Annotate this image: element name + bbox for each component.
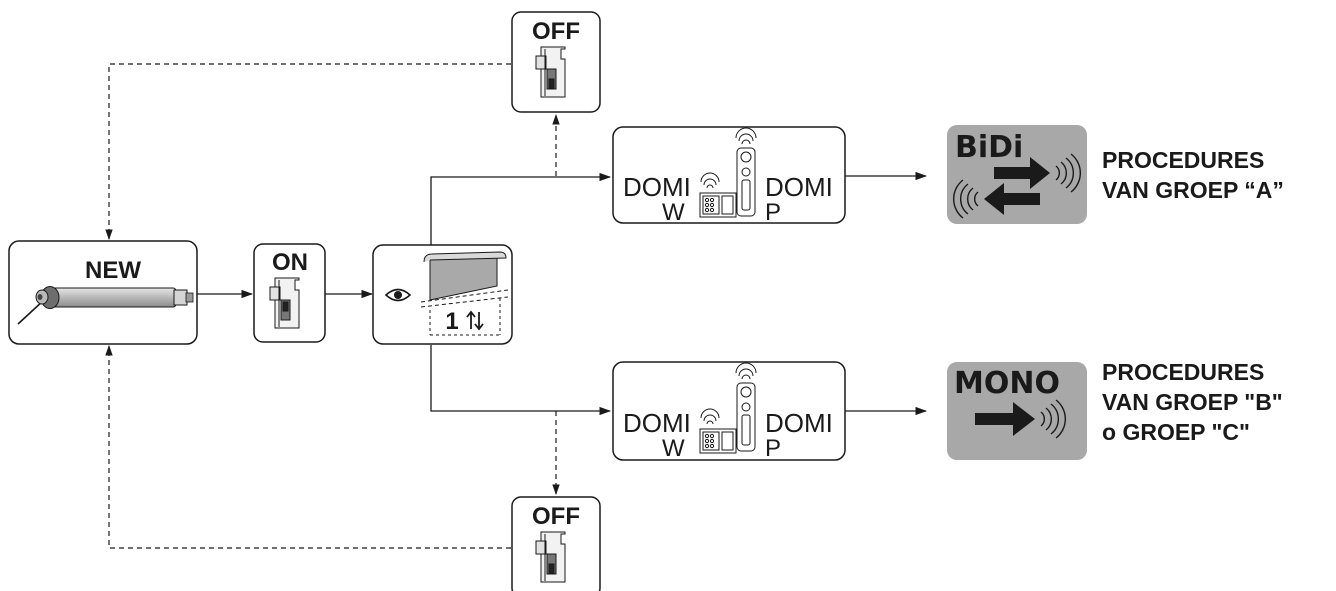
domi-w-label-line2: W <box>662 199 685 226</box>
off-top-label: OFF <box>532 18 580 45</box>
domi-w-label-line2: W <box>662 435 685 462</box>
group-bc-line1: PROCEDURES <box>1102 359 1264 385</box>
group-a-line2: VAN GROEP “A” <box>1102 177 1284 203</box>
domi-remotes-box-bottom: DOMI W DOMI P <box>613 362 845 462</box>
domi-w-label-line1: DOMI <box>623 408 691 438</box>
off-bottom-label: OFF <box>532 503 580 530</box>
arrow-step-to-domi-top <box>431 177 610 245</box>
domi-p-label-line1: DOMI <box>765 408 833 438</box>
dashed-arrow-off-bottom-to-new <box>109 346 511 548</box>
bidi-label: BiDi <box>955 130 1023 165</box>
on-switch-box: ON <box>254 244 325 342</box>
group-a-line1: PROCEDURES <box>1102 147 1264 173</box>
off-switch-box-bottom: OFF <box>512 497 600 591</box>
new-motor-box: NEW <box>9 241 197 344</box>
mono-label: MONO <box>954 366 1060 401</box>
on-label: ON <box>272 249 308 276</box>
arrow-step-to-domi-bottom <box>431 345 610 411</box>
domi-p-label-line2: P <box>765 199 781 226</box>
new-label: NEW <box>85 257 141 284</box>
domi-p-label-line2: P <box>765 435 781 462</box>
procedures-group-a: PROCEDURES VAN GROEP “A” <box>1102 147 1284 203</box>
domi-remotes-box-top: DOMI W DOMI P <box>613 127 845 226</box>
off-switch-box-top: OFF <box>512 12 600 112</box>
group-bc-line3: o GROEP "C" <box>1102 419 1250 445</box>
bidi-badge: BiDi <box>947 125 1087 224</box>
step-number: 1 <box>445 308 458 335</box>
domi-p-label-line1: DOMI <box>765 172 833 202</box>
mono-badge: MONO <box>947 362 1087 460</box>
domi-w-label-line1: DOMI <box>623 172 691 202</box>
dashed-arrow-off-top-to-new <box>109 64 511 239</box>
group-bc-line2: VAN GROEP "B" <box>1102 389 1283 415</box>
step-box: 1 <box>373 245 512 344</box>
procedures-group-bc: PROCEDURES VAN GROEP "B" o GROEP "C" <box>1102 359 1283 445</box>
